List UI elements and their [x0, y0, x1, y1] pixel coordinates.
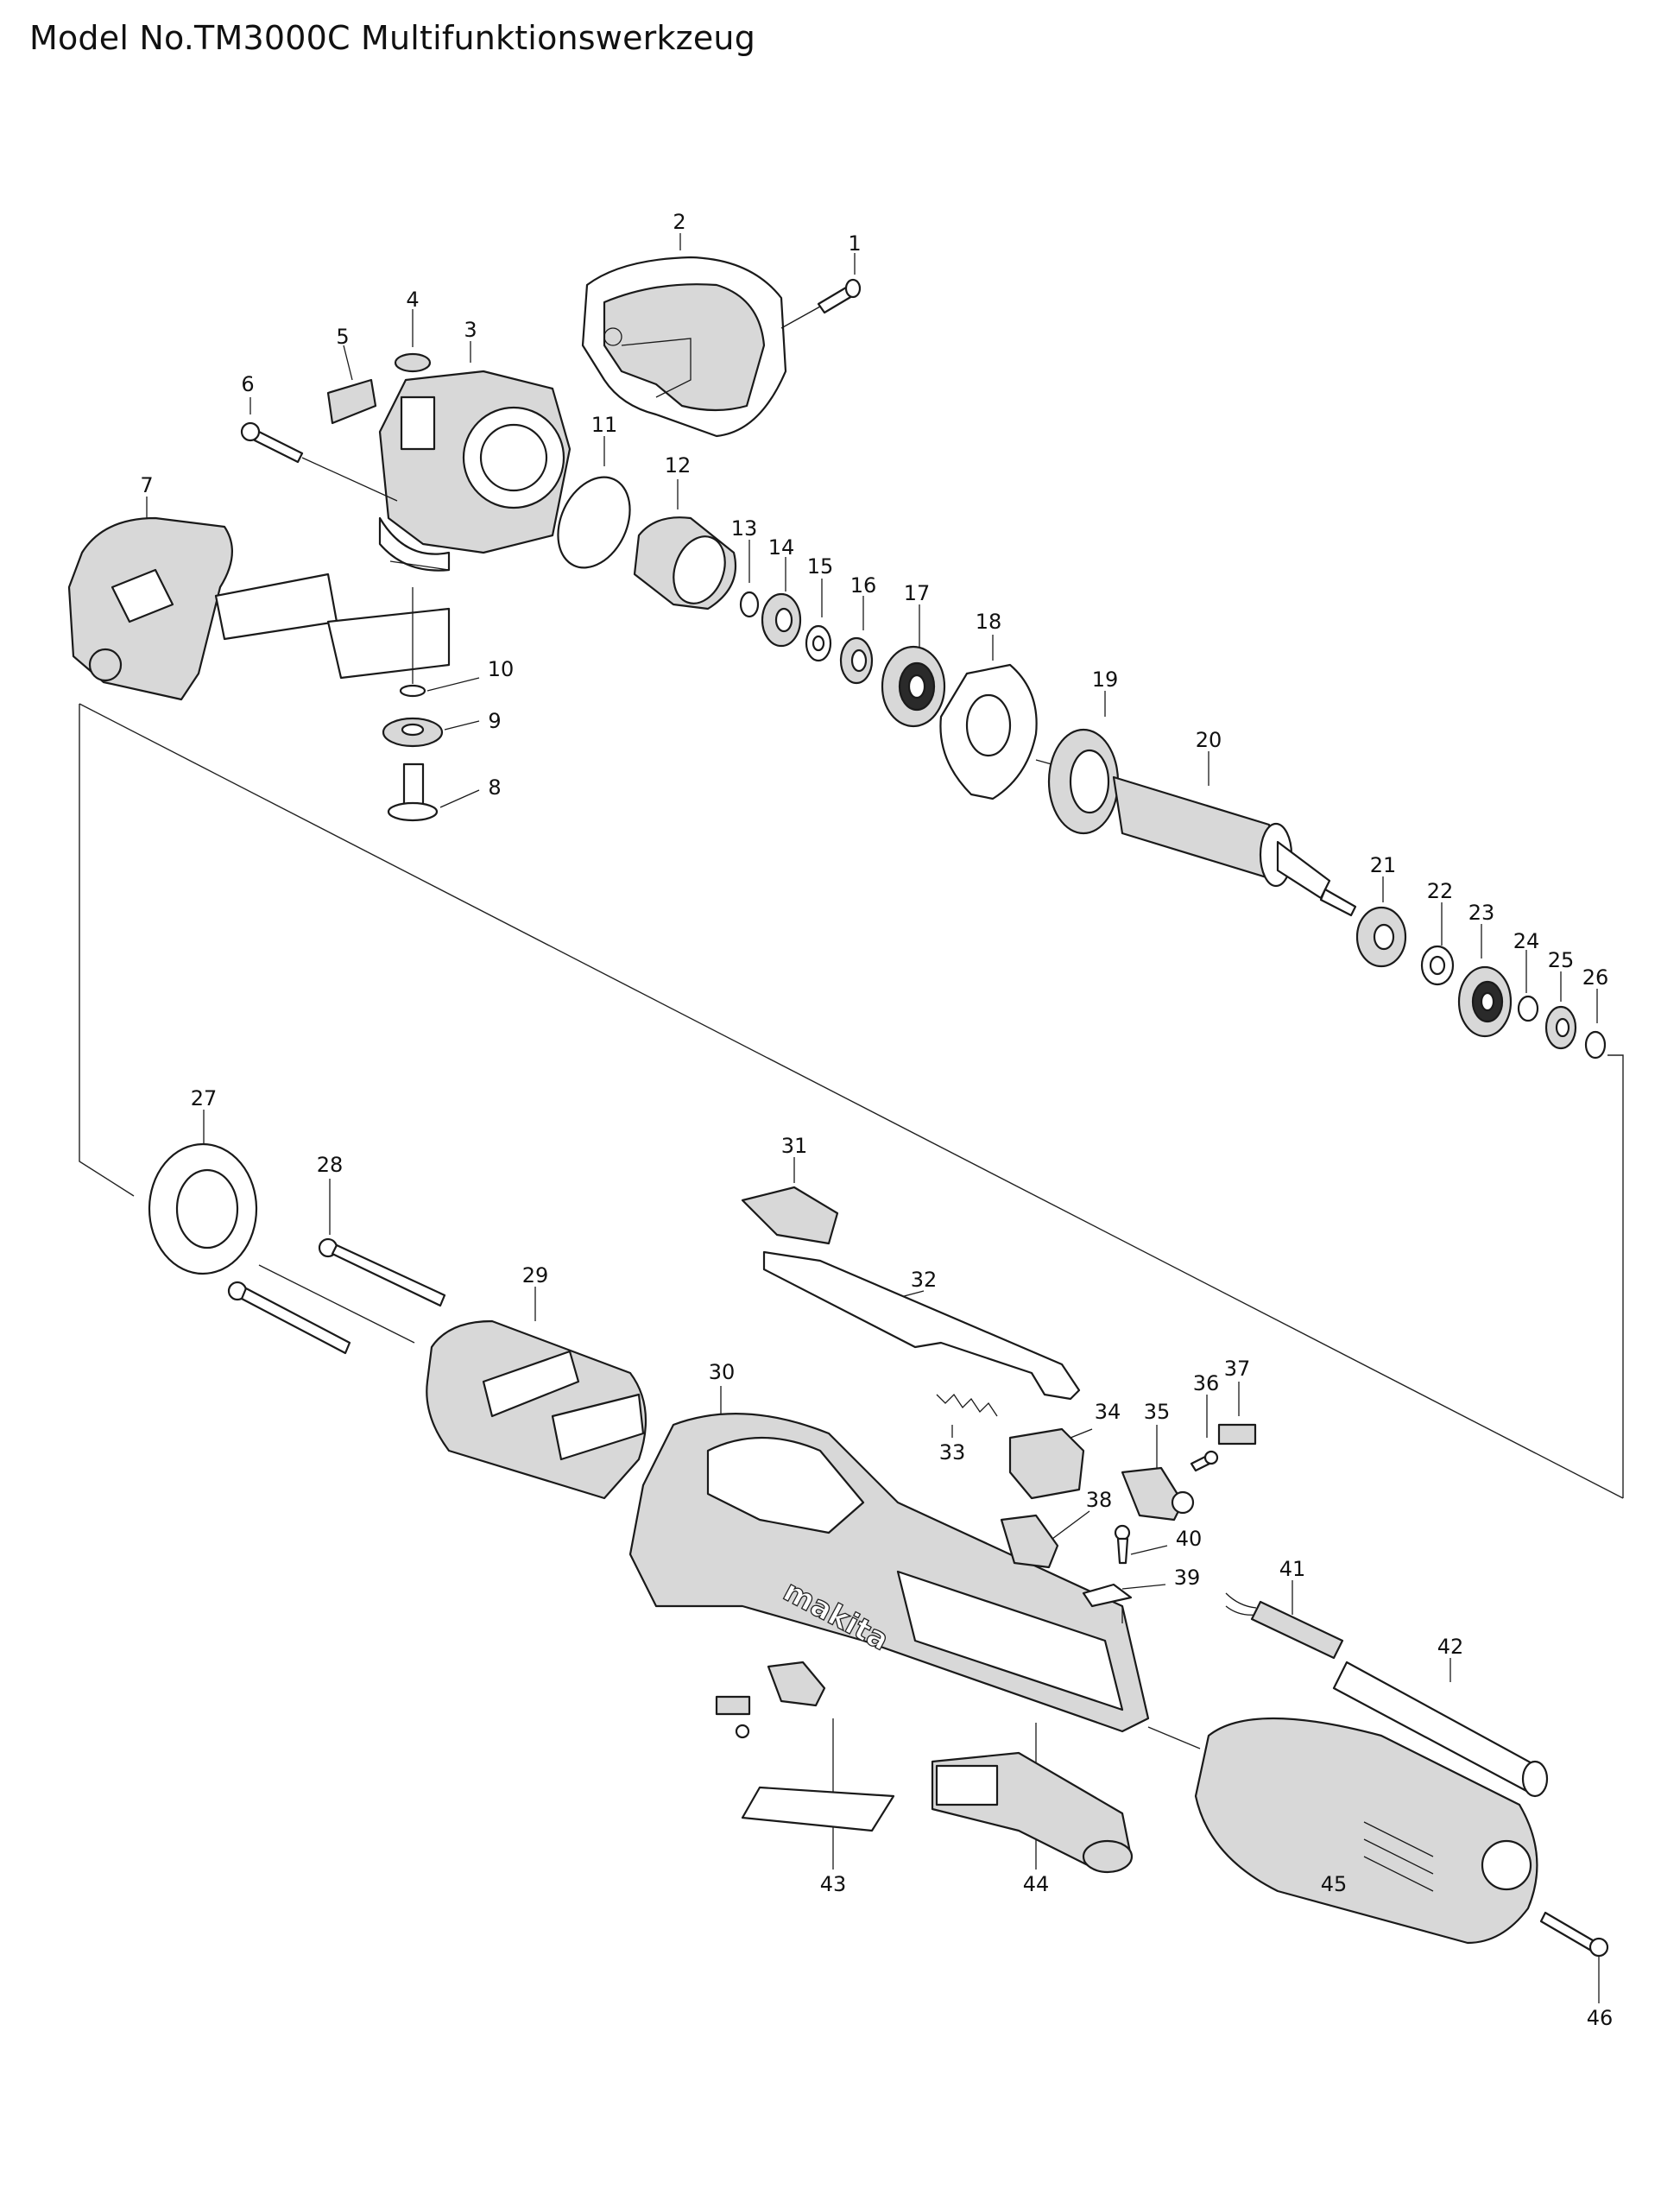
part-25-insulator [1544, 971, 1577, 1050]
part-label-15: 15 [807, 554, 834, 579]
part-label-12: 12 [665, 453, 692, 478]
part-37-carbon-brush [1217, 1382, 1257, 1446]
part-label-20: 20 [1196, 728, 1222, 752]
part-24-washer [1517, 950, 1539, 1022]
part-29-field [426, 1287, 647, 1500]
part-label-13: 13 [731, 516, 758, 541]
part-label-28: 28 [317, 1153, 344, 1177]
part-label-1: 1 [848, 231, 861, 256]
part-2-housing-cover [581, 233, 821, 438]
part-label-34: 34 [1095, 1400, 1121, 1424]
part-label-26: 26 [1582, 965, 1609, 990]
part-8-bolt [387, 762, 480, 822]
part-5-clip [326, 345, 377, 425]
assembly-guide-lines [79, 703, 1624, 1749]
part-14-bearing [761, 557, 802, 648]
part-label-33: 33 [939, 1440, 966, 1465]
part-label-46: 46 [1587, 2006, 1614, 2030]
part-26-circlip [1584, 989, 1607, 1060]
part-label-6: 6 [241, 372, 254, 396]
part-10-ring [399, 677, 480, 698]
part-label-21: 21 [1370, 853, 1397, 877]
part-6-screw [240, 397, 398, 502]
part-41-cord [1225, 1580, 1344, 1660]
part-33-spring [936, 1393, 998, 1438]
part-label-11: 11 [591, 413, 618, 437]
page-title: Model No.TM3000C Multifunktionswerkzeug [29, 19, 756, 57]
part-35-brush-holder [1121, 1425, 1195, 1522]
part-label-18: 18 [976, 610, 1002, 634]
part-3-gear-head [378, 341, 572, 572]
part-label-38: 38 [1086, 1488, 1113, 1512]
part-label-9: 9 [488, 709, 501, 733]
part-label-42: 42 [1437, 1635, 1464, 1659]
part-label-14: 14 [768, 535, 795, 560]
part-40-screw [1114, 1524, 1168, 1565]
part-31-switch-knob [741, 1157, 839, 1245]
part-label-39: 39 [1174, 1566, 1201, 1590]
part-label-3: 3 [464, 318, 477, 342]
part-39-terminal-plate [1082, 1583, 1166, 1623]
part-12-sleeve [633, 479, 737, 611]
part-20-armature [1112, 751, 1357, 917]
part-label-10: 10 [488, 657, 515, 681]
part-label-8: 8 [488, 775, 501, 800]
part-34-switch [1008, 1427, 1093, 1500]
part-label-7: 7 [140, 473, 153, 497]
part-label-23: 23 [1468, 901, 1495, 925]
part-label-36: 36 [1193, 1371, 1220, 1395]
part-label-5: 5 [336, 325, 349, 349]
part-4-cap [394, 309, 432, 373]
part-label-17: 17 [904, 581, 931, 605]
part-label-16: 16 [850, 573, 877, 598]
part-42-cord-guard [1332, 1658, 1549, 1798]
part-43-sheet [715, 1661, 895, 1870]
part-22-washer [1420, 902, 1455, 986]
part-32-switch-lever [762, 1250, 1081, 1401]
part-23-ball-bearing [1457, 924, 1513, 1038]
part-15-washer [805, 579, 832, 662]
part-label-45: 45 [1321, 1872, 1348, 1896]
part-label-41: 41 [1279, 1557, 1306, 1581]
part-label-31: 31 [781, 1134, 808, 1158]
part-19-fan [1035, 691, 1120, 835]
part-17-ball-bearing [881, 604, 946, 728]
part-9-washer [382, 717, 480, 748]
part-label-35: 35 [1144, 1400, 1171, 1424]
part-label-27: 27 [191, 1086, 218, 1110]
part-18-baffle [939, 635, 1038, 800]
part-7-front-cover [67, 497, 451, 701]
part-21-bearing-ring [1355, 876, 1407, 968]
part-38-terminal [1000, 1510, 1090, 1569]
part-13-circlip [739, 540, 760, 618]
part-label-2: 2 [673, 210, 685, 234]
part-label-25: 25 [1548, 948, 1575, 972]
part-36-screw [1190, 1395, 1219, 1472]
part-11-o-ring [557, 436, 631, 569]
part-label-19: 19 [1092, 667, 1119, 692]
part-28-screws [227, 1179, 446, 1355]
part-label-44: 44 [1023, 1872, 1050, 1896]
part-1-screw [817, 253, 862, 314]
part-label-37: 37 [1224, 1357, 1251, 1381]
part-label-29: 29 [522, 1263, 549, 1287]
part-44-switch-housing [931, 1723, 1134, 1874]
part-27-baffle-ring [148, 1110, 258, 1275]
part-label-4: 4 [406, 288, 419, 312]
part-label-43: 43 [820, 1872, 847, 1896]
part-16-sleeve [839, 596, 874, 685]
part-label-30: 30 [709, 1360, 736, 1384]
part-45-rear-cover [1194, 1717, 1538, 1945]
part-46-screw [1539, 1911, 1609, 2003]
part-label-40: 40 [1176, 1527, 1203, 1551]
part-label-24: 24 [1513, 929, 1540, 953]
part-label-32: 32 [911, 1268, 938, 1292]
part-label-22: 22 [1427, 879, 1454, 903]
